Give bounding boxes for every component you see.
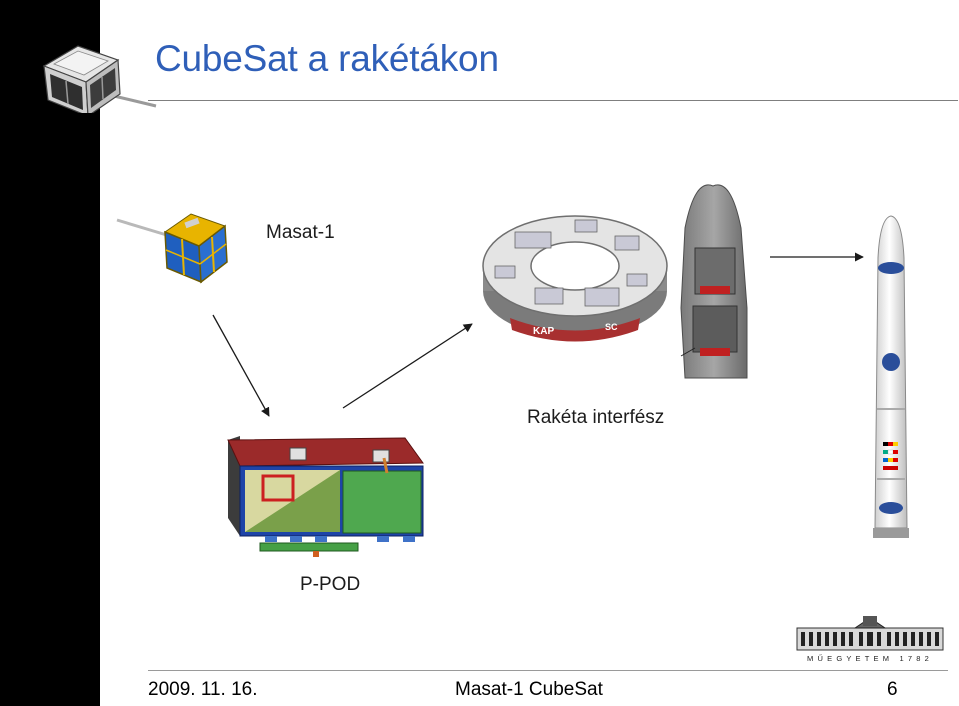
ring-label-right: SC	[605, 322, 618, 332]
interface-ring-icon: KAP SC	[483, 216, 667, 342]
title-divider	[148, 100, 958, 101]
footer-date: 2009. 11. 16.	[148, 679, 258, 701]
fairing-icon	[681, 185, 747, 378]
label-rocket-interface: Rakéta interfész	[527, 407, 664, 429]
bme-logo-text: MŰEGYETEM 1782	[807, 654, 933, 663]
footer-divider	[148, 670, 948, 671]
slide-title: CubeSat a rakétákon	[155, 38, 499, 80]
cubesat-logo-icon	[36, 38, 161, 113]
ring-label-left: KAP	[533, 326, 554, 337]
bme-building-icon: MŰEGYETEM 1782	[795, 614, 945, 664]
footer-page-number: 6	[887, 679, 898, 701]
cubesat-icon	[117, 214, 227, 282]
label-ppod: P-POD	[300, 574, 360, 596]
cubesat-integration-diagram: KAP SC	[115, 158, 945, 603]
label-masat-1: Masat-1	[266, 222, 335, 244]
footer-presentation-title: Masat-1 CubeSat	[455, 679, 603, 701]
vega-rocket-icon	[873, 216, 909, 538]
ppod-icon	[228, 436, 423, 557]
